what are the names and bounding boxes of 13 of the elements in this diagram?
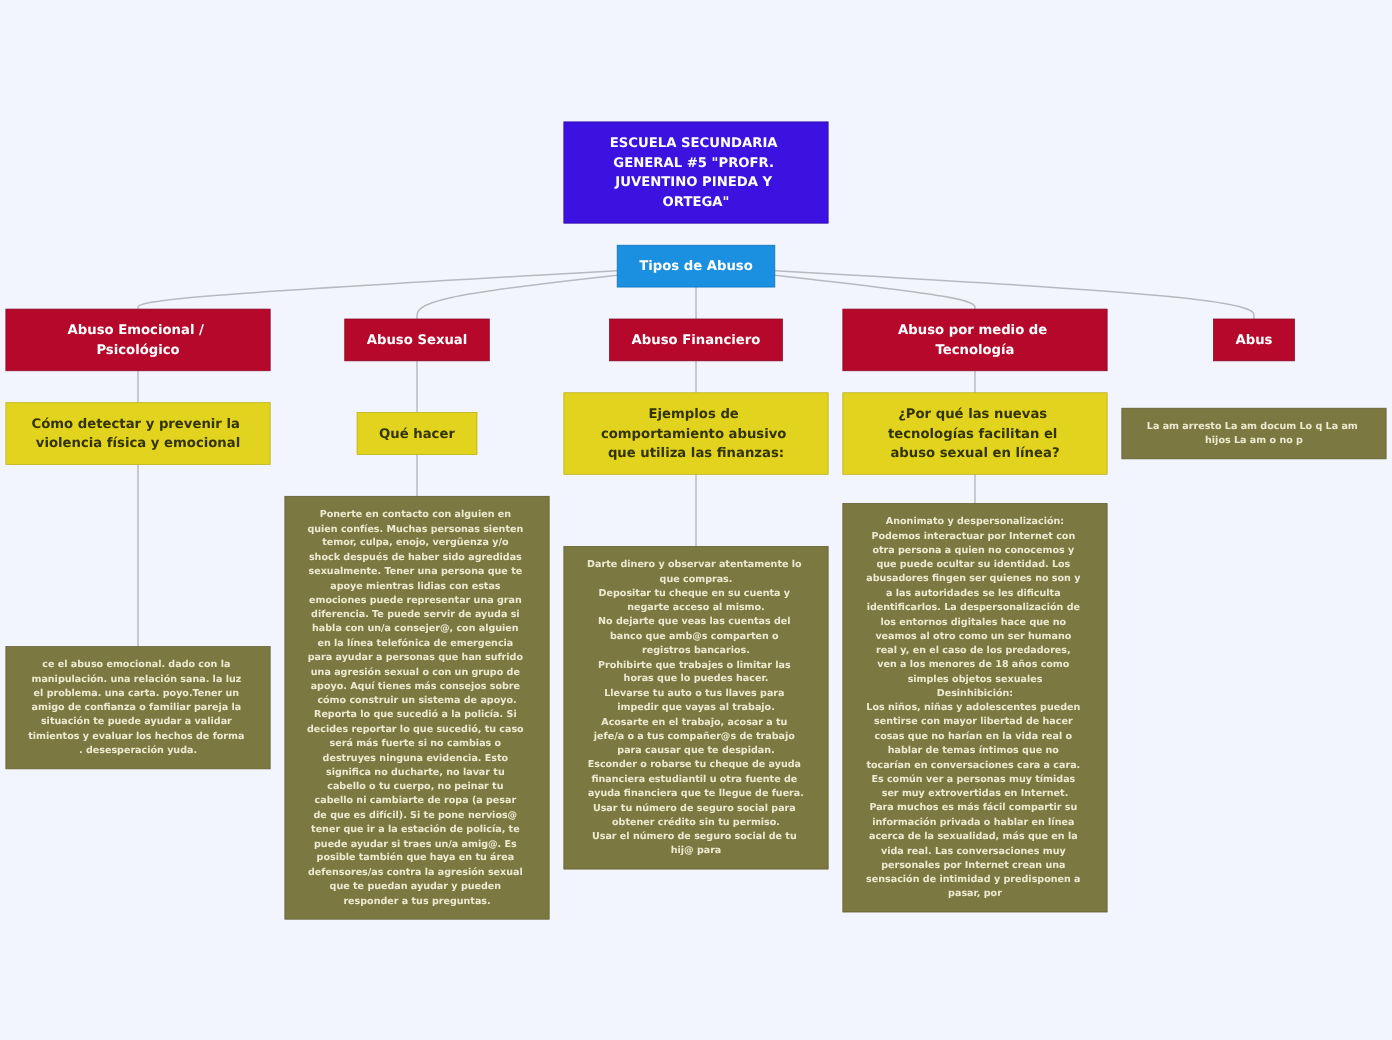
connector (974, 473, 976, 504)
connector (416, 273, 618, 320)
connector (695, 285, 697, 320)
connector (137, 369, 139, 403)
connector (695, 359, 697, 393)
connector (974, 369, 976, 393)
connector (137, 269, 618, 310)
connector (416, 453, 418, 497)
connector (695, 473, 697, 547)
connector (774, 269, 1255, 320)
connector (137, 463, 139, 647)
connector (774, 273, 976, 310)
connector (416, 359, 418, 413)
